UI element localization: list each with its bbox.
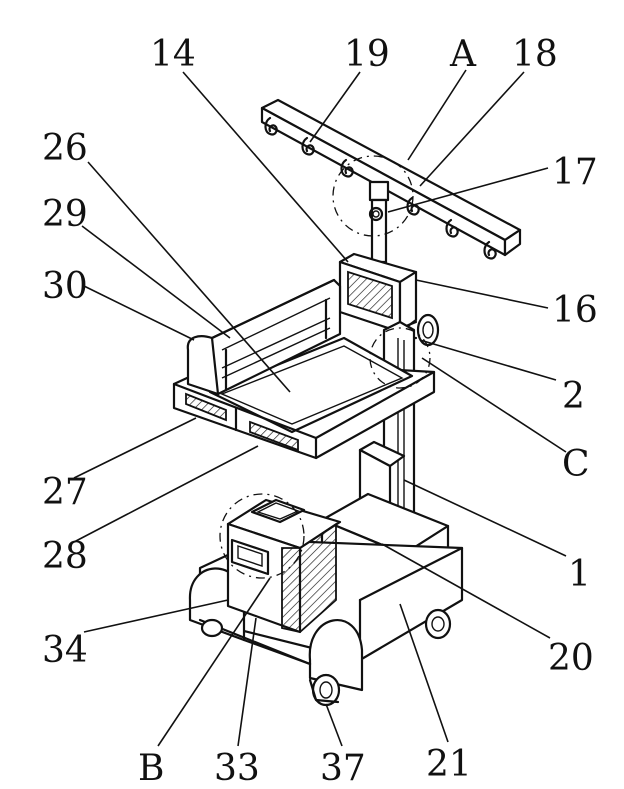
label-14: 14 bbox=[150, 34, 196, 75]
storage-box bbox=[226, 498, 342, 634]
detail-circle-b bbox=[219, 493, 305, 579]
label-20: 20 bbox=[548, 638, 594, 679]
label-17: 17 bbox=[552, 152, 598, 193]
label-1: 1 bbox=[568, 554, 591, 595]
drawers bbox=[185, 392, 299, 452]
label-21: 21 bbox=[426, 744, 472, 785]
back-rack bbox=[186, 278, 342, 396]
label-c: C bbox=[562, 444, 590, 485]
upper-rod bbox=[368, 180, 390, 264]
label-2: 2 bbox=[562, 376, 585, 417]
label-37: 37 bbox=[320, 748, 366, 789]
caster-wheels bbox=[200, 608, 452, 707]
label-27: 27 bbox=[42, 472, 88, 513]
leader-lines bbox=[73, 69, 567, 747]
hooks bbox=[264, 116, 497, 260]
reference-labels: 14 19 A 18 26 17 29 30 16 2 C 27 1 28 34… bbox=[42, 34, 598, 789]
label-19: 19 bbox=[344, 34, 390, 75]
label-16: 16 bbox=[552, 290, 598, 331]
label-26: 26 bbox=[42, 128, 88, 169]
label-34: 34 bbox=[42, 630, 88, 671]
clamp-block bbox=[338, 252, 418, 334]
label-a: A bbox=[449, 34, 477, 75]
label-29: 29 bbox=[42, 194, 88, 235]
detail-circle-a bbox=[332, 155, 414, 237]
label-28: 28 bbox=[42, 536, 88, 577]
label-30: 30 bbox=[42, 266, 88, 307]
label-18: 18 bbox=[512, 34, 558, 75]
label-33: 33 bbox=[214, 748, 260, 789]
detail-circle-c bbox=[369, 327, 431, 389]
label-b: B bbox=[138, 748, 164, 789]
